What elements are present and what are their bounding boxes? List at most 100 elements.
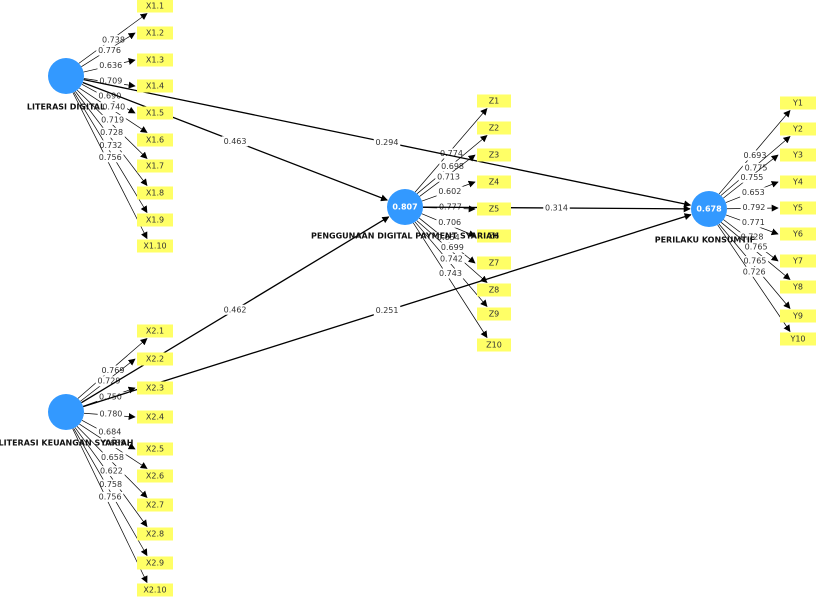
loading-value-x1-5-background	[96, 91, 124, 102]
indicator-box[interactable]	[477, 229, 511, 243]
indicator-box[interactable]	[137, 213, 173, 227]
indicator-x1-4[interactable]: X1.4	[137, 79, 173, 93]
indicator-box[interactable]	[137, 556, 173, 570]
indicator-x1-7[interactable]: X1.7	[137, 159, 173, 173]
indicator-z2[interactable]: Z2	[477, 121, 511, 135]
latent-variable-ld[interactable]: LITERASI DIGITAL	[27, 58, 105, 112]
indicator-y6[interactable]: Y6	[780, 227, 816, 241]
indicator-z9[interactable]: Z9	[477, 307, 511, 321]
indicator-box[interactable]	[137, 527, 173, 541]
indicator-box[interactable]	[137, 410, 173, 424]
indicator-box[interactable]	[780, 227, 816, 241]
indicator-box[interactable]	[477, 175, 511, 189]
indicator-z1[interactable]: Z1	[477, 94, 511, 108]
indicator-z7[interactable]: Z7	[477, 256, 511, 270]
indicator-box[interactable]	[780, 175, 816, 189]
loading-value-x1-3-group: 0.636	[97, 60, 124, 71]
indicator-y2[interactable]: Y2	[780, 122, 816, 136]
indicator-box[interactable]	[137, 26, 173, 40]
latent-variables-layer: LITERASI DIGITAL LITERASI KEUANGAN SYARIA…	[0, 58, 755, 448]
latent-circle[interactable]	[48, 394, 84, 430]
indicator-box[interactable]	[137, 442, 173, 456]
loading-value-x1-8-background	[98, 127, 125, 138]
indicator-box[interactable]	[137, 53, 173, 67]
loading-value-x1-5: 0.690	[98, 92, 121, 101]
indicator-y1[interactable]: Y1	[780, 96, 816, 110]
indicator-x2-2[interactable]: X2.2	[137, 352, 173, 366]
indicator-x1-10[interactable]: X1.10	[137, 239, 173, 253]
indicator-y5[interactable]: Y5	[780, 201, 816, 215]
indicator-box[interactable]	[477, 94, 511, 108]
indicator-box[interactable]	[780, 332, 816, 346]
indicator-box[interactable]	[137, 352, 173, 366]
indicator-z5[interactable]: Z5	[477, 202, 511, 216]
latent-circle[interactable]	[691, 191, 727, 227]
indicator-box[interactable]	[780, 254, 816, 268]
indicator-x2-10[interactable]: X2.10	[137, 583, 173, 597]
indicator-x1-2[interactable]: X1.2	[137, 26, 173, 40]
indicator-box[interactable]	[137, 498, 173, 512]
indicator-box[interactable]	[477, 338, 511, 352]
indicator-box[interactable]	[780, 309, 816, 323]
indicator-x2-1[interactable]: X2.1	[137, 324, 173, 338]
loading-value-x1-6-group: 0.740	[100, 102, 128, 113]
indicator-box[interactable]	[137, 583, 173, 597]
indicator-z3[interactable]: Z3	[477, 148, 511, 162]
indicator-x2-5[interactable]: X2.5	[137, 442, 173, 456]
indicator-x2-3[interactable]: X2.3	[137, 381, 173, 395]
indicator-label: Z7	[489, 259, 500, 268]
indicator-x1-9[interactable]: X1.9	[137, 213, 173, 227]
indicator-x2-7[interactable]: X2.7	[137, 498, 173, 512]
indicator-x1-5[interactable]: X1.5	[137, 106, 173, 120]
indicator-box[interactable]	[780, 201, 816, 215]
loading-value-x2-1-group: 0.769	[99, 365, 127, 376]
latent-circle[interactable]	[48, 58, 84, 94]
indicator-x1-8[interactable]: X1.8	[137, 186, 173, 200]
indicator-box[interactable]	[780, 148, 816, 162]
indicator-x2-9[interactable]: X2.9	[137, 556, 173, 570]
indicator-box[interactable]	[137, 324, 173, 338]
indicator-box[interactable]	[137, 79, 173, 93]
loading-value-x1-4-group: 0.709	[97, 75, 125, 86]
indicator-box[interactable]	[137, 239, 173, 253]
indicator-y9[interactable]: Y9	[780, 309, 816, 323]
indicator-box[interactable]	[477, 283, 511, 297]
indicator-box[interactable]	[137, 381, 173, 395]
indicator-box[interactable]	[477, 121, 511, 135]
indicator-x2-6[interactable]: X2.6	[137, 469, 173, 483]
indicator-z4[interactable]: Z4	[477, 175, 511, 189]
indicator-y8[interactable]: Y8	[780, 280, 816, 294]
indicator-box[interactable]	[137, 106, 173, 120]
latent-variable-lks[interactable]: LITERASI KEUANGAN SYARIAH	[0, 394, 133, 448]
indicator-box[interactable]	[137, 0, 173, 13]
indicator-y10[interactable]: Y10	[780, 332, 816, 346]
indicator-x1-6[interactable]: X1.6	[137, 133, 173, 147]
loading-value-x2-2-background	[95, 376, 123, 387]
indicator-x2-4[interactable]: X2.4	[137, 410, 173, 424]
indicator-y3[interactable]: Y3	[780, 148, 816, 162]
indicator-box[interactable]	[477, 307, 511, 321]
indicator-x1-3[interactable]: X1.3	[137, 53, 173, 67]
indicator-y7[interactable]: Y7	[780, 254, 816, 268]
indicator-box[interactable]	[780, 96, 816, 110]
indicator-box[interactable]	[780, 280, 816, 294]
indicator-x2-8[interactable]: X2.8	[137, 527, 173, 541]
indicator-z8[interactable]: Z8	[477, 283, 511, 297]
indicator-box[interactable]	[477, 202, 511, 216]
indicator-box[interactable]	[137, 159, 173, 173]
latent-circle[interactable]	[387, 189, 423, 225]
indicator-z6[interactable]: Z6	[477, 229, 511, 243]
indicator-label: Z8	[489, 286, 500, 295]
indicator-box[interactable]	[137, 469, 173, 483]
indicator-z10[interactable]: Z10	[477, 338, 511, 352]
indicator-box[interactable]	[137, 186, 173, 200]
indicator-box[interactable]	[477, 148, 511, 162]
indicator-y4[interactable]: Y4	[780, 175, 816, 189]
loading-value-x2-2-group: 0.729	[95, 376, 123, 387]
indicator-box[interactable]	[780, 122, 816, 136]
indicator-box[interactable]	[477, 256, 511, 270]
indicator-x1-1[interactable]: X1.1	[137, 0, 173, 13]
indicator-box[interactable]	[137, 133, 173, 147]
